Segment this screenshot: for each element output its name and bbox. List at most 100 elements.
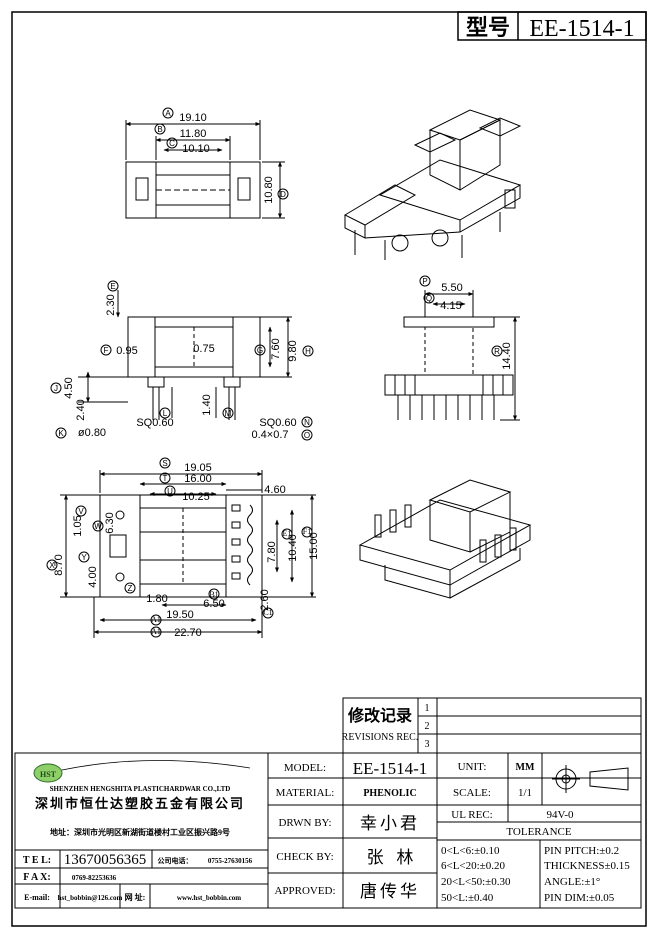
company-fax: 0769-82253636: [72, 874, 117, 882]
marker-j: [50, 382, 62, 394]
dim-n: SQ0.60: [136, 417, 173, 429]
svg-text:UNIT:: UNIT:: [458, 761, 487, 773]
svg-text:F1: F1: [303, 527, 311, 536]
marker-y: [78, 551, 90, 563]
svg-text:E: E: [110, 282, 115, 291]
marker-t: [159, 472, 171, 484]
svg-text:HST: HST: [40, 770, 57, 779]
svg-text:M: M: [225, 409, 232, 418]
sheet-border: [11, 11, 647, 927]
dim-b1: 6.50: [203, 598, 224, 610]
tb-check: 张 林: [367, 848, 414, 867]
marker-r: [491, 345, 503, 357]
dim-l: ø0.80: [78, 427, 106, 439]
svg-text:Q: Q: [426, 294, 432, 303]
dim-e2: 10.40: [287, 534, 299, 562]
svg-text:J: J: [54, 384, 58, 393]
dim-k: 2.40: [75, 399, 87, 420]
svg-text:TOLERANCE: TOLERANCE: [506, 826, 571, 838]
svg-text:C: C: [169, 139, 175, 148]
marker-a: [162, 107, 174, 119]
header-model-label: 型号: [466, 15, 510, 40]
dim-s: 19.05: [184, 462, 212, 474]
svg-text:V: V: [78, 507, 84, 516]
marker-s: [159, 457, 171, 469]
tb-material: PHENOLIC: [363, 788, 416, 799]
svg-text:ANGLE:±1°: ANGLE:±1°: [544, 876, 600, 888]
marker-d: [277, 188, 289, 200]
dim-z: 1.80: [146, 593, 167, 605]
svg-text:C1: C1: [263, 608, 272, 617]
svg-text:U: U: [167, 487, 173, 496]
marker-m: [222, 407, 234, 419]
marker-o: [301, 429, 313, 441]
company-tel: 13670056365: [64, 852, 147, 868]
svg-text:O: O: [304, 431, 310, 440]
svg-text:0<L<6:±0.10: 0<L<6:±0.10: [441, 845, 500, 857]
title-block-text: MODEL: EE-1514-1 MATERIAL: PHENOLIC DRWN…: [274, 759, 630, 904]
marker-e: [107, 280, 119, 292]
dim-t: 16.00: [184, 473, 212, 485]
svg-text:MODEL:: MODEL:: [284, 762, 326, 774]
tb-model: EE-1514-1: [353, 759, 428, 778]
dim-b: 11.80: [180, 128, 207, 140]
dim-a2: 22.70: [174, 627, 202, 639]
dim-f: 0.95: [116, 345, 137, 357]
dim-y: 4.00: [87, 566, 99, 587]
iso-view-top: [343, 109, 522, 260]
marker-z: [124, 582, 136, 594]
marker-f1: [301, 526, 313, 538]
bottom-view: [60, 470, 316, 638]
company-phone: 0755-27630156: [208, 857, 253, 865]
svg-text:H: H: [305, 347, 311, 356]
top-view-dims: A 19.10 B 11.80 C 10.10 10.80 D: [154, 107, 289, 204]
svg-text:A1: A1: [151, 615, 161, 624]
svg-text:G: G: [257, 346, 263, 355]
iso-view-bottom: [358, 479, 532, 599]
revisions-title-cn: 修改记录: [347, 706, 412, 725]
marker-n: [301, 416, 313, 428]
company-name-en: SHENZHEN HENGSHITA PLASTICHARDWAR CO.,LT…: [50, 785, 231, 793]
svg-text:N: N: [304, 418, 310, 427]
svg-text:CHECK BY:: CHECK BY:: [276, 851, 333, 863]
tb-scale: 1/1: [518, 787, 532, 799]
side-view-dims: P 5.50 Q 4.15 R 14.40: [419, 275, 513, 370]
dim-w2: 6.30: [104, 512, 116, 533]
svg-text:THICKNESS±0.15: THICKNESS±0.15: [544, 860, 630, 872]
company-web: www.hst_bobbin.com: [177, 894, 241, 902]
marker-k: [55, 427, 67, 439]
revisions-title-en: REVISIONS REC.: [342, 732, 419, 743]
marker-a1: [150, 614, 162, 626]
svg-text:50<L:±0.40: 50<L:±0.40: [441, 892, 494, 904]
top-view: [125, 120, 285, 219]
dim-w1: 1.05: [72, 515, 84, 536]
company-block: HST SHENZHEN HENGSHITA PLASTICHARDWAR CO…: [23, 760, 253, 902]
svg-text:2: 2: [425, 721, 430, 732]
header-model: EE-1514-1: [529, 16, 634, 42]
svg-text:F: F: [104, 346, 109, 355]
marker-g: [254, 344, 266, 356]
title-block-grid: [14, 752, 642, 909]
svg-text:B1: B1: [209, 590, 218, 599]
tb-approved: 唐传华: [360, 881, 420, 901]
marker-x: [46, 559, 58, 571]
svg-text:公司电话：: 公司电话：: [158, 856, 193, 865]
marker-c: [166, 137, 178, 149]
dim-h: 7.60: [270, 338, 282, 359]
dim-e1: 7.80: [266, 541, 278, 562]
svg-text:B: B: [157, 125, 162, 134]
svg-text:F A X:: F A X:: [23, 872, 50, 883]
marker-f: [100, 344, 112, 356]
svg-text:网 址:: 网 址:: [125, 892, 146, 902]
svg-text:T: T: [163, 474, 168, 483]
svg-text:PIN DIM:±0.05: PIN DIM:±0.05: [544, 892, 615, 904]
marker-e1: [281, 528, 293, 540]
svg-text:S: S: [162, 459, 167, 468]
marker-h: [302, 345, 314, 357]
svg-text:6<L<20:±0.20: 6<L<20:±0.20: [441, 860, 505, 872]
svg-text:3: 3: [425, 739, 430, 750]
svg-text:L: L: [163, 409, 168, 418]
projection-symbol-icon: [552, 765, 629, 793]
dim-a1: 19.50: [166, 609, 194, 621]
